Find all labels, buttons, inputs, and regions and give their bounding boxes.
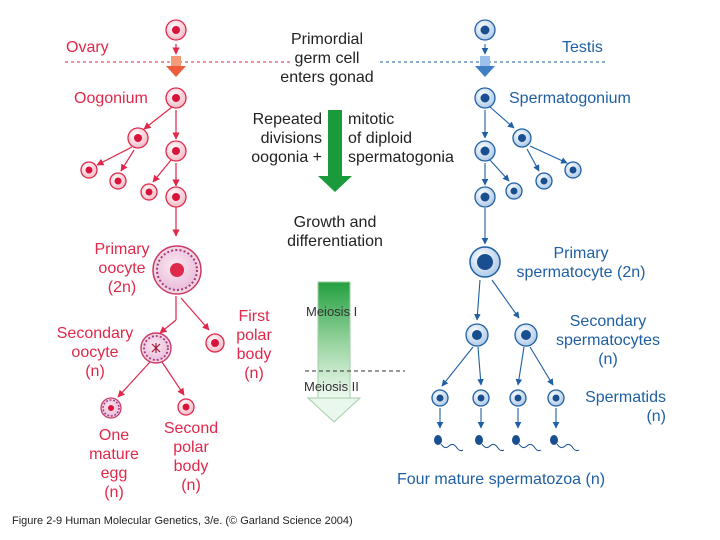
repeated-divisions-label: Repeated divisions oogonia + [251, 111, 322, 166]
spermatogonium-label: Spermatogonium [509, 90, 631, 107]
spermatozoa-label: Four mature spermatozoa (n) [397, 471, 606, 488]
secondary-spermatocytes-label: Secondary spermatocytes (n) [555, 313, 661, 368]
primary-spermatocyte-label: Primary spermatocyte (2n) [516, 245, 646, 281]
mature-egg-label: One mature egg (n) [89, 427, 139, 501]
first-polar-body-label: First polar body (n) [236, 308, 272, 382]
oogonium-label: Oogonium [74, 90, 148, 107]
spermatozoa [434, 435, 580, 452]
spermatogonium-cells [474, 19, 582, 208]
primary-oocyte-label: Primary oocyte (2n) [94, 241, 150, 296]
spermatid-cells [431, 389, 565, 407]
ovary-entry-arrow [166, 56, 186, 77]
spermatids-label: Spermatids (n) [585, 389, 666, 425]
primary-spermatocyte-cell [469, 246, 501, 278]
testis-label: Testis [562, 39, 603, 56]
primordial-germ-cell-label: Primordial germ cell enters gonad [280, 31, 374, 86]
second-polar-body-label: Second polar body (n) [163, 420, 219, 494]
mitotic-divisions-label: mitotic of diploid spermatogonia [348, 111, 454, 166]
second-polar-body-cell [177, 398, 195, 416]
ovary-label: Ovary [66, 39, 109, 56]
mature-egg-cell [100, 397, 122, 419]
first-polar-body-cell [205, 333, 225, 353]
meiosis-2-label: Meiosis II [304, 379, 359, 394]
primary-oocyte-cell [152, 245, 202, 295]
meiosis-arrow [306, 281, 362, 423]
secondary-oocyte-label: Secondary oocyte (n) [56, 325, 134, 380]
figure-caption: Figure 2-9 Human Molecular Genetics, 3/e… [12, 515, 353, 527]
oogonium-cells [80, 19, 187, 208]
mitosis-arrow [318, 110, 352, 192]
meiosis-1-label: Meiosis I [306, 304, 358, 319]
secondary-spermatocyte-cells [465, 323, 538, 347]
growth-differentiation-label: Growth and differentiation [287, 214, 383, 250]
secondary-oocyte-cell [140, 332, 172, 364]
testis-entry-arrow [475, 56, 495, 77]
